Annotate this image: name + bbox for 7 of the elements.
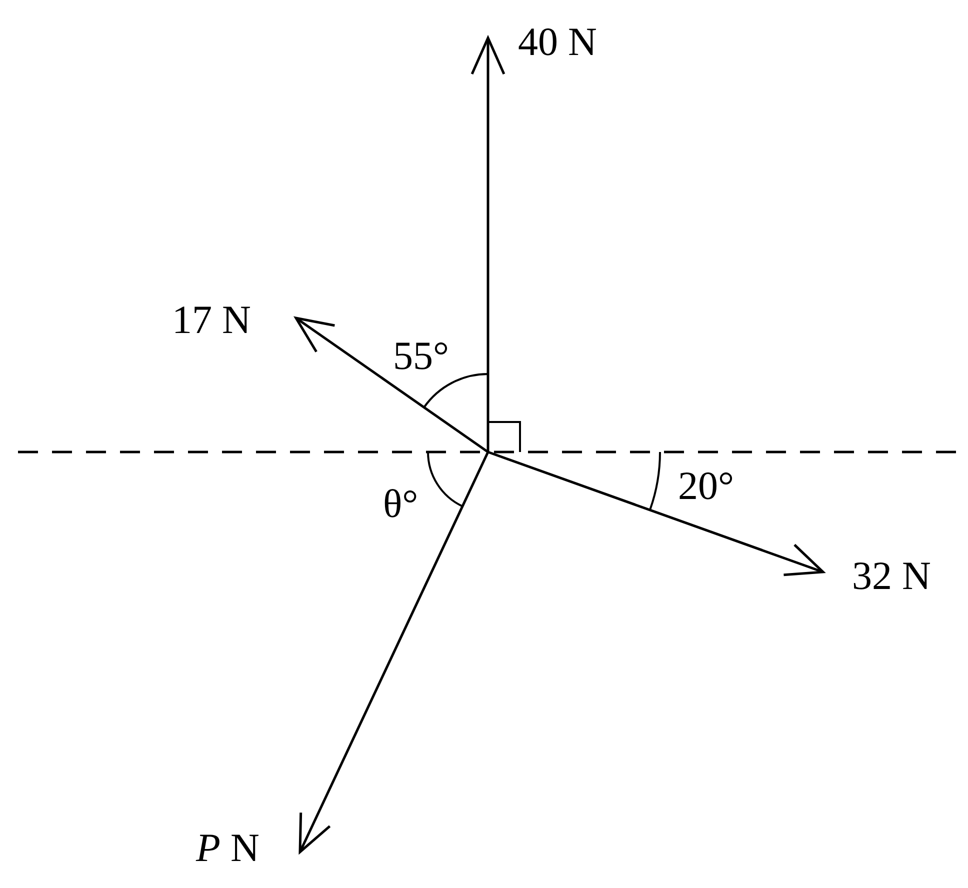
angle-label: θ° [383,484,418,524]
angle-label: 55° [393,336,449,376]
force-label: 40 N [518,22,597,62]
force-label: 32 N [852,556,931,596]
angle-label: 20° [678,466,734,506]
force-label: 17 N [172,300,251,340]
force-label: P N [196,828,260,868]
